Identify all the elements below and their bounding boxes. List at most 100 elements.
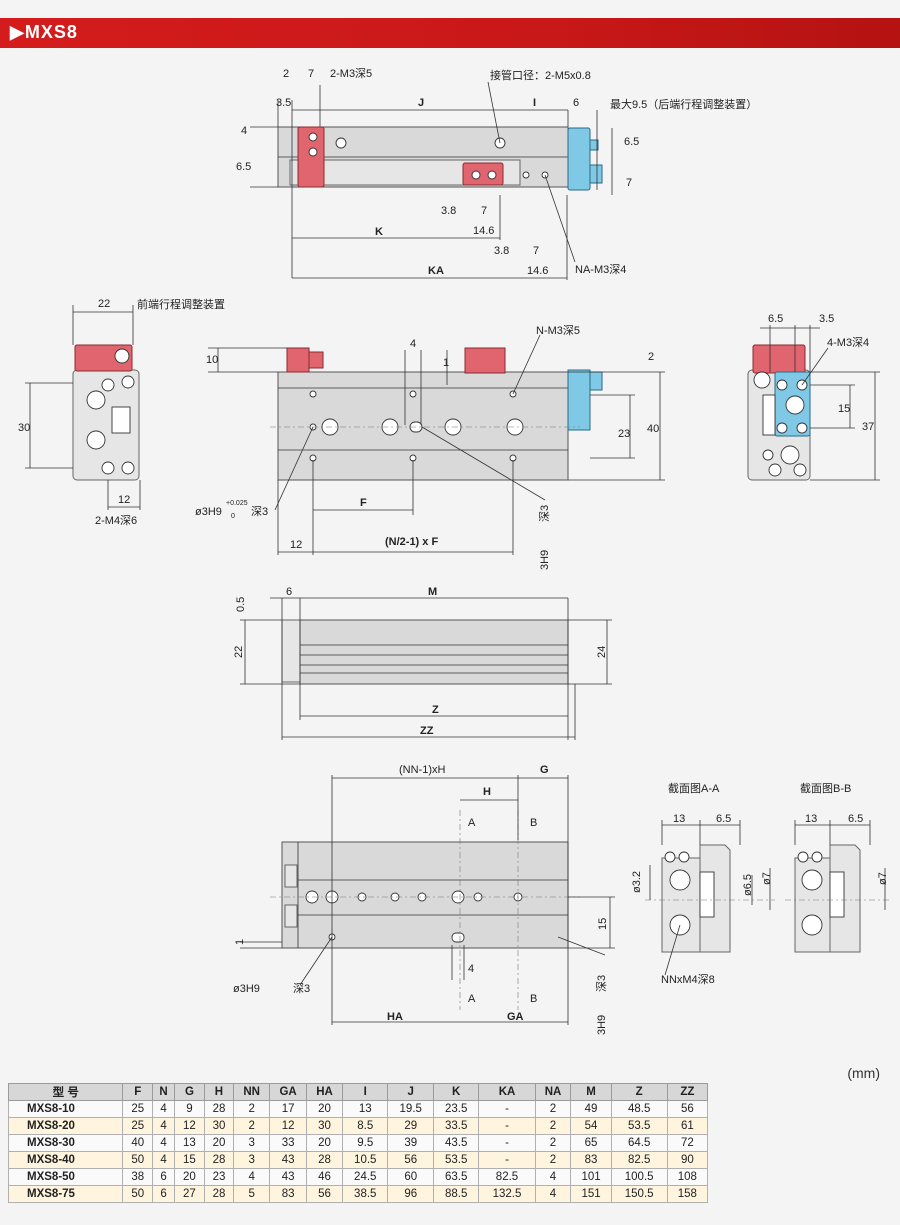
rear-stroke-adjuster <box>567 127 591 191</box>
table-cell: - <box>478 1100 536 1118</box>
table-cell: 30 <box>306 1117 343 1135</box>
spec-table: 型 号 F N G H NN GA HA I J K KA NA M Z ZZ … <box>7 1083 709 1203</box>
table-cell: 30 <box>203 1117 235 1135</box>
dim-label: ø3H9 <box>233 983 260 995</box>
dim-label: A <box>468 817 476 829</box>
section-bb-label: 截面图B-B <box>800 781 851 795</box>
dim-label: 22 <box>233 646 245 658</box>
table-cell: 24.5 <box>341 1168 389 1186</box>
dim-label: 24 <box>596 646 608 658</box>
table-cell: 23.5 <box>432 1100 480 1118</box>
dim-label: 6.5 <box>716 813 731 825</box>
dim-label: 1 <box>443 357 449 369</box>
table-cell: 4 <box>534 1185 572 1203</box>
dim-label: 14.6 <box>473 225 494 237</box>
table-header: NN <box>233 1083 271 1101</box>
table-cell: 132.5 <box>478 1185 536 1203</box>
table-cell: 64.5 <box>610 1134 668 1152</box>
model-cell: MXS8-10 <box>7 1100 124 1118</box>
table-cell: 13 <box>174 1134 205 1152</box>
table-cell: 46 <box>306 1168 343 1186</box>
dim-label: 7 <box>533 245 539 257</box>
table-cell: 50 <box>122 1151 154 1169</box>
dim-label: G <box>540 764 549 776</box>
table-cell: 82.5 <box>610 1151 668 1169</box>
table-cell: 10.5 <box>341 1151 389 1169</box>
table-cell: 28 <box>203 1100 235 1118</box>
dim-label: H <box>483 786 491 798</box>
table-cell: 2 <box>534 1100 572 1118</box>
table-cell: 2 <box>534 1134 572 1152</box>
table-cell: 56 <box>306 1185 343 1203</box>
table-cell: 150.5 <box>610 1185 668 1203</box>
table-header: F <box>122 1083 154 1101</box>
table-cell: 60 <box>387 1168 434 1186</box>
stopper-block <box>462 162 504 186</box>
dim-label: 2 <box>648 351 654 363</box>
table-cell: 13 <box>341 1100 389 1118</box>
table-cell: 12 <box>269 1117 308 1135</box>
table-cell: - <box>478 1117 536 1135</box>
table-cell: 4 <box>233 1168 271 1186</box>
dim-label: NA-M3深4 <box>575 263 626 276</box>
dim-label: 1 <box>234 939 246 945</box>
dim-label: 6.5 <box>624 136 639 148</box>
table-cell: 4 <box>152 1134 176 1152</box>
table-cell: 9 <box>174 1100 205 1118</box>
table-cell: 28 <box>203 1185 235 1203</box>
table-header: G <box>174 1083 205 1101</box>
model-cell: MXS8-50 <box>7 1168 124 1186</box>
dim-label: 2 <box>283 68 289 80</box>
dim-label: 深3 <box>538 505 551 522</box>
table-header: J <box>387 1083 434 1101</box>
table-cell: - <box>478 1134 536 1152</box>
table-cell: 2 <box>233 1100 271 1118</box>
table-cell: 28 <box>203 1151 235 1169</box>
dim-label: M <box>428 586 437 598</box>
table-header: KA <box>478 1083 536 1101</box>
table-cell: 33 <box>269 1134 308 1152</box>
table-cell: 33.5 <box>432 1117 480 1135</box>
dim-label: 深3 <box>251 505 268 518</box>
table-cell: 2 <box>534 1117 572 1135</box>
table-header: GA <box>269 1083 308 1101</box>
table-cell: 158 <box>666 1185 709 1203</box>
dim-label: 3H9 <box>539 550 551 570</box>
dim-label: 7 <box>626 177 632 189</box>
dim-label: B <box>530 993 537 1005</box>
dim-label: 3H9 <box>596 1015 608 1035</box>
table-cell: 72 <box>666 1134 709 1152</box>
table-cell: 9.5 <box>341 1134 389 1152</box>
table-cell: 15 <box>174 1151 205 1169</box>
dim-label: 4 <box>241 125 247 137</box>
dim-label: 6.5 <box>236 161 251 173</box>
dim-label: ø7 <box>761 872 773 885</box>
table-cell: 29 <box>387 1117 434 1135</box>
dim-label: I <box>533 97 536 109</box>
table-cell: 53.5 <box>432 1151 480 1169</box>
table-cell: 5 <box>233 1185 271 1203</box>
table-cell: 20 <box>306 1134 343 1152</box>
dim-label: 6 <box>573 97 579 109</box>
dim-label: GA <box>507 1011 524 1023</box>
table-cell: 12 <box>174 1117 205 1135</box>
dim-label: KA <box>428 265 444 277</box>
table-cell: 63.5 <box>432 1168 480 1186</box>
table-cell: 54 <box>570 1117 612 1135</box>
dim-label: 3.8 <box>441 205 456 217</box>
table-cell: 4 <box>152 1100 176 1118</box>
table-cell: 90 <box>666 1151 709 1169</box>
dim-label: 2-M4深6 <box>95 514 137 527</box>
table-cell: 100.5 <box>610 1168 668 1186</box>
table-cell: 2 <box>534 1151 572 1169</box>
table-cell: 83 <box>269 1185 308 1203</box>
dim-label: (NN-1)xH <box>399 764 445 776</box>
table-cell: 2 <box>233 1117 271 1135</box>
model-cell: MXS8-30 <box>7 1134 124 1152</box>
dim-label: HA <box>387 1011 403 1023</box>
dim-label: 4 <box>468 963 474 975</box>
table-cell: 3 <box>233 1151 271 1169</box>
dim-label: A <box>468 993 476 1005</box>
dim-label: 6.5 <box>848 813 863 825</box>
